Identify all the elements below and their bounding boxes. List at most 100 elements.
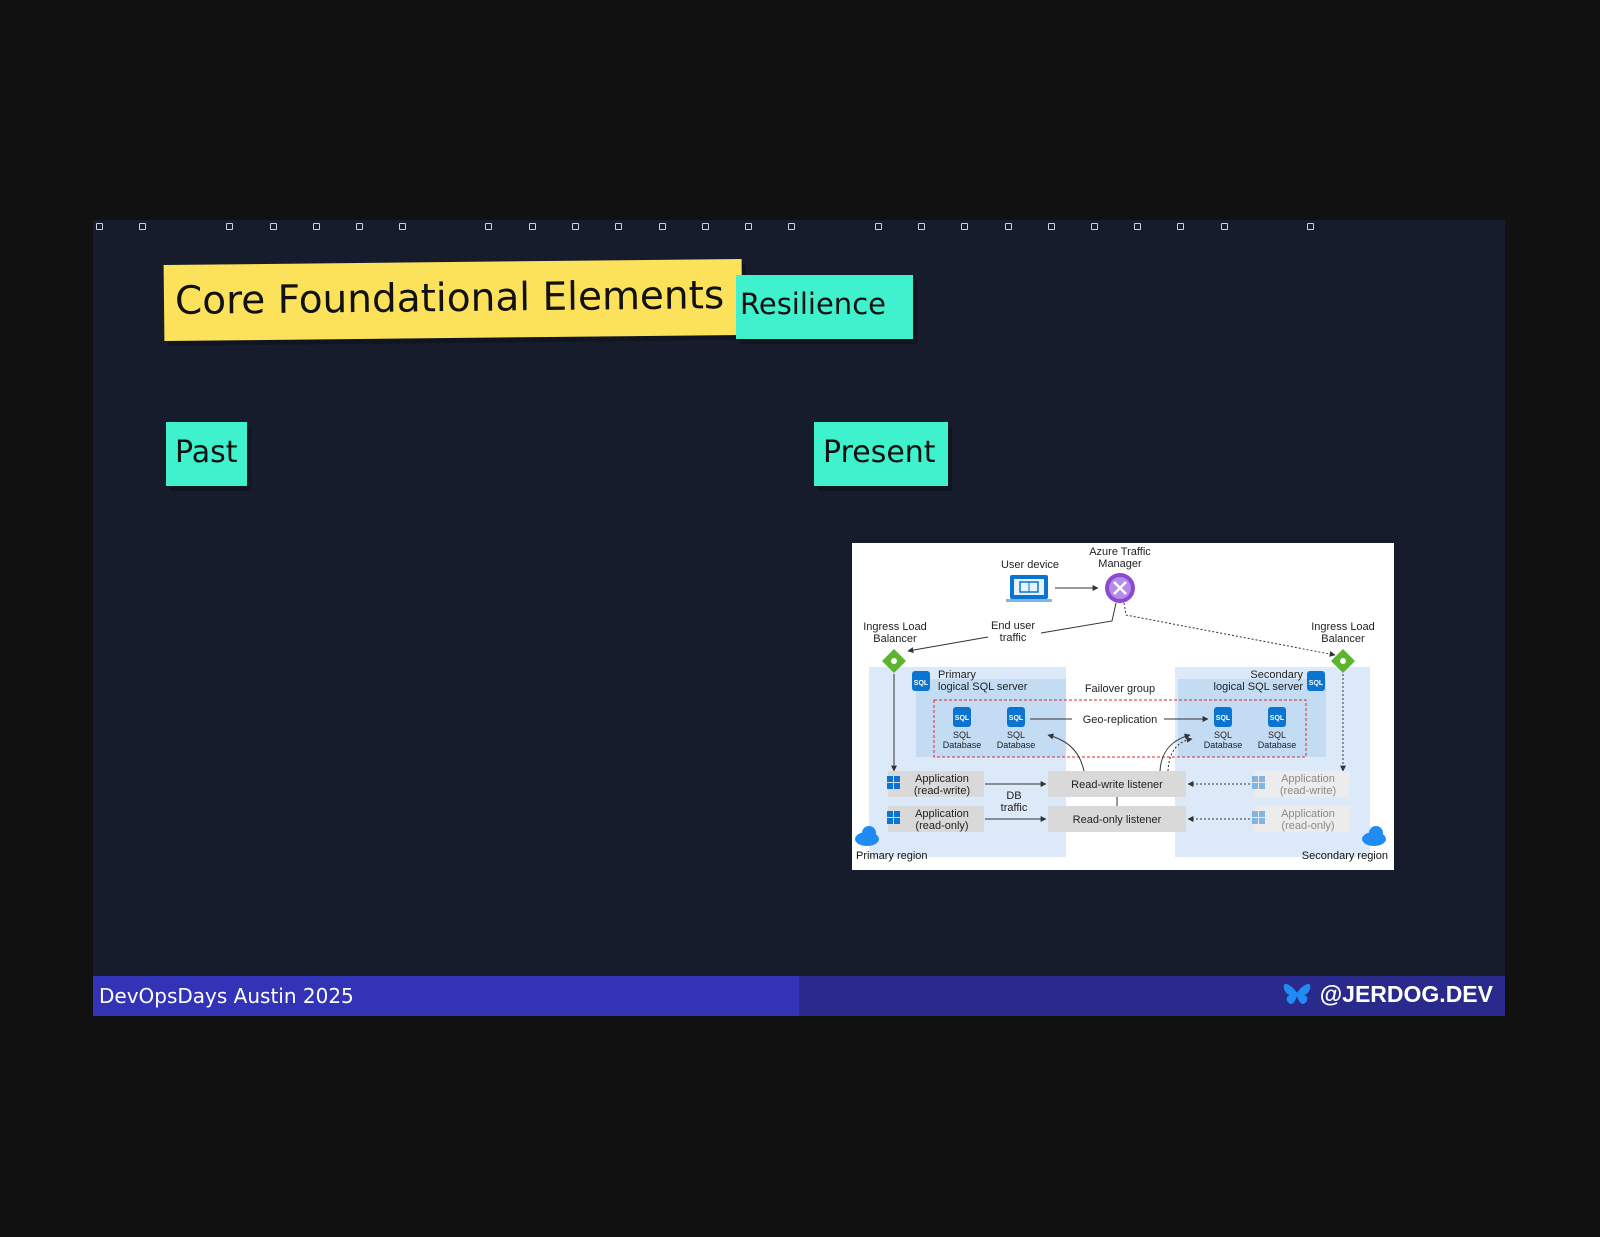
selection-handle[interactable]	[702, 223, 709, 230]
sql-server-icon: SQL	[912, 671, 930, 691]
selection-handle[interactable]	[270, 223, 277, 230]
app-ro-label-2: (read-only)	[915, 820, 968, 832]
app-grid-icon	[1252, 776, 1265, 789]
selection-handle[interactable]	[485, 223, 492, 230]
traffic-manager-label-1: Azure Traffic	[1089, 546, 1151, 558]
footer-left-bar: DevOpsDays Austin 2025	[93, 976, 799, 1016]
app-rw-label-2: (read-write)	[914, 785, 970, 797]
sql-badge: SQL	[955, 715, 970, 722]
cloud-icon	[1362, 826, 1386, 846]
end-user-label-1: End user	[991, 620, 1035, 632]
traffic-manager-label-2: Manager	[1098, 558, 1142, 570]
selection-handle[interactable]	[961, 223, 968, 230]
social-handle[interactable]: @JERDOG.DEV	[1282, 981, 1493, 1008]
selection-handle[interactable]	[356, 223, 363, 230]
selection-handle[interactable]	[745, 223, 752, 230]
sql-database-icon: SQL	[1214, 707, 1232, 727]
selection-handle[interactable]	[1005, 223, 1012, 230]
cloud-icon	[855, 826, 879, 846]
selection-handle[interactable]	[1091, 223, 1098, 230]
primary-server-area	[916, 679, 1066, 757]
laptop-icon	[1006, 575, 1052, 602]
footer-right-bar: @JERDOG.DEV	[799, 976, 1505, 1016]
past-sticky-note[interactable]: Past	[166, 422, 247, 486]
ingress-secondary-label-2: Balancer	[1321, 633, 1365, 645]
traffic-manager-icon	[1105, 573, 1135, 603]
read-write-listener-label: Read-write listener	[1071, 779, 1163, 791]
sql-database-icon: SQL	[1268, 707, 1286, 727]
secondary-server-label-1: Secondary	[1250, 669, 1303, 681]
db-traffic-label-2: traffic	[1001, 802, 1028, 814]
sql-failover-diagram: User device Azure Traffic Manager End us…	[852, 543, 1394, 870]
selection-handle[interactable]	[1221, 223, 1228, 230]
app-grid-icon	[1252, 811, 1265, 824]
app-grid-icon	[887, 776, 900, 789]
sql-database-label-1: SQL	[953, 730, 971, 740]
selection-handle[interactable]	[226, 223, 233, 230]
app-ro-secondary-label-2: (read-only)	[1281, 820, 1334, 832]
read-only-listener	[1048, 806, 1186, 832]
butterfly-icon	[1283, 983, 1310, 1004]
sql-database-icon: SQL	[953, 707, 971, 727]
app-grid-icon	[887, 811, 900, 824]
app-read-write-primary	[888, 771, 984, 797]
present-sticky-note[interactable]: Present	[814, 422, 948, 486]
selection-handle[interactable]	[1177, 223, 1184, 230]
ingress-primary-label-1: Ingress Load	[863, 621, 927, 633]
sql-database-label-1: SQL	[1007, 730, 1025, 740]
selection-handle[interactable]	[313, 223, 320, 230]
user-device-label: User device	[1001, 559, 1059, 571]
sql-badge: SQL	[1309, 680, 1324, 687]
sql-database-label-2: Database	[1258, 740, 1297, 750]
db-traffic-label-1: DB	[1006, 790, 1021, 802]
sql-badge: SQL	[914, 680, 929, 687]
handle-text: @JERDOG.DEV	[1319, 981, 1493, 1007]
failover-architecture-svg: User device Azure Traffic Manager End us…	[855, 546, 1388, 862]
ingress-secondary-label-1: Ingress Load	[1311, 621, 1375, 633]
app-rw-label-1: Application	[915, 773, 969, 785]
primary-server-label-1: Primary	[938, 669, 976, 681]
selection-handle[interactable]	[788, 223, 795, 230]
failover-group-label: Failover group	[1085, 683, 1155, 695]
ingress-primary-label-2: Balancer	[873, 633, 917, 645]
title-sticky-note[interactable]: Core Foundational Elements	[163, 258, 743, 342]
secondary-server-label-2: logical SQL server	[1214, 681, 1304, 693]
title-text: Core Foundational Elements	[174, 273, 725, 324]
selection-handle[interactable]	[96, 223, 103, 230]
selection-handle[interactable]	[659, 223, 666, 230]
selection-handle[interactable]	[1307, 223, 1314, 230]
app-rw-secondary-label-2: (read-write)	[1280, 785, 1336, 797]
selection-handle[interactable]	[1048, 223, 1055, 230]
sql-database-label-1: SQL	[1268, 730, 1286, 740]
load-balancer-icon	[1331, 649, 1355, 673]
app-read-only-primary	[888, 806, 984, 832]
app-ro-secondary-label-1: Application	[1281, 808, 1335, 820]
selection-handle[interactable]	[1134, 223, 1141, 230]
load-balancer-icon	[882, 649, 906, 673]
event-name: DevOpsDays Austin 2025	[99, 984, 354, 1008]
past-text: Past	[175, 435, 238, 470]
sql-database-icon: SQL	[1007, 707, 1025, 727]
app-ro-label-1: Application	[915, 808, 969, 820]
app-read-write-secondary	[1254, 771, 1350, 797]
read-only-listener-label: Read-only listener	[1073, 814, 1162, 826]
geo-replication-label: Geo-replication	[1083, 714, 1158, 726]
sql-database-label-2: Database	[997, 740, 1036, 750]
sql-badge: SQL	[1216, 715, 1231, 722]
failover-group-box	[933, 699, 1307, 758]
selection-handle[interactable]	[139, 223, 146, 230]
secondary-region-label: Secondary region	[1302, 850, 1388, 862]
slide-top-handles	[93, 220, 1505, 234]
selection-handle[interactable]	[875, 223, 882, 230]
primary-server-label-2: logical SQL server	[938, 681, 1028, 693]
sql-database-label-2: Database	[943, 740, 982, 750]
selection-handle[interactable]	[399, 223, 406, 230]
sql-badge: SQL	[1009, 715, 1024, 722]
resilience-sticky-note[interactable]: Resilience	[736, 275, 913, 339]
selection-handle[interactable]	[529, 223, 536, 230]
selection-handle[interactable]	[572, 223, 579, 230]
sql-database-label-1: SQL	[1214, 730, 1232, 740]
selection-handle[interactable]	[615, 223, 622, 230]
app-read-only-secondary	[1254, 806, 1350, 832]
selection-handle[interactable]	[918, 223, 925, 230]
